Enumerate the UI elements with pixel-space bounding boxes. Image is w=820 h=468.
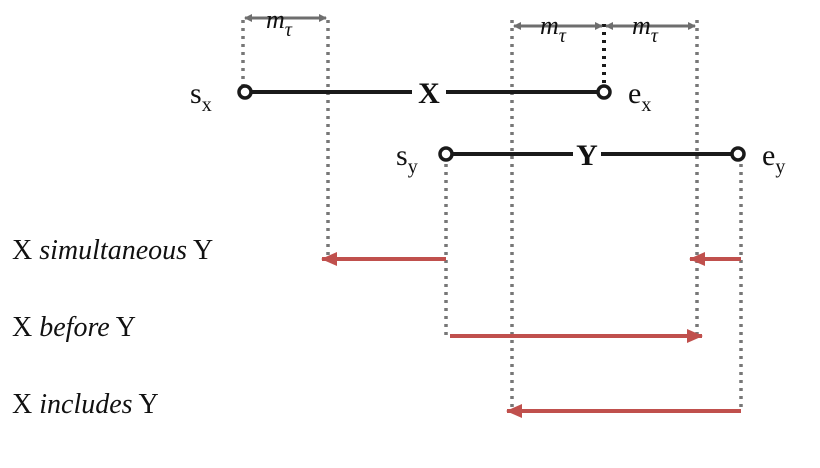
relation-label-includes: X includes Y	[12, 389, 159, 420]
relation-label-before: X before Y	[12, 312, 136, 343]
margin-arrows	[244, 14, 696, 30]
guide-lines	[241, 20, 743, 412]
interval-y: Y sy ey	[396, 139, 785, 178]
interval-y-name: Y	[576, 139, 598, 172]
relation-labels: X simultaneous Y X before Y X includes Y	[12, 235, 213, 420]
interval-y-start-marker	[438, 146, 454, 162]
relation-label-simultaneous: X simultaneous Y	[12, 235, 213, 266]
interval-x-end-marker	[596, 84, 612, 100]
interval-y-end-marker	[730, 146, 746, 162]
interval-y-end-label: ey	[762, 139, 785, 178]
relation-arrows	[321, 252, 741, 418]
interval-x-name: X	[418, 77, 440, 110]
margin-label-2: mτ	[540, 11, 567, 47]
interval-x: X sx ex	[190, 77, 651, 116]
margin-label-3: mτ	[632, 11, 659, 47]
interval-x-start-label: sx	[190, 77, 212, 116]
interval-x-end-label: ex	[628, 77, 651, 116]
margin-labels: mτ mτ mτ	[266, 5, 659, 47]
interval-x-start-marker	[237, 84, 253, 100]
interval-y-start-label: sy	[396, 139, 418, 178]
margin-label-1: mτ	[266, 5, 293, 41]
